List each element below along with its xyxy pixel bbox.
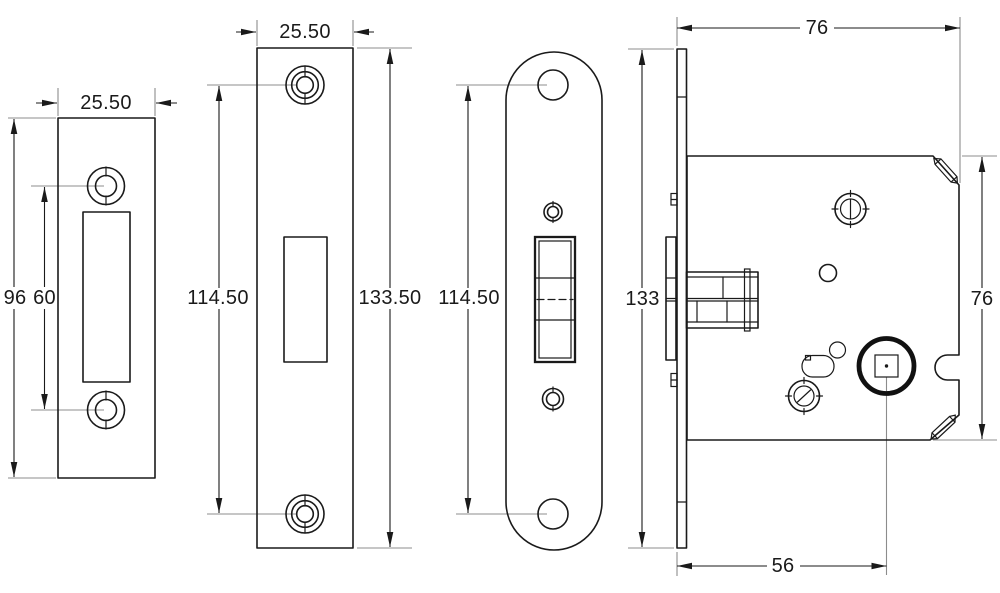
screw-post-bottom xyxy=(784,376,824,416)
spindle-square xyxy=(874,354,899,378)
dim-label-body-height: 76 xyxy=(971,288,994,310)
strike-plate-outline xyxy=(57,117,156,479)
dim-label-strike-hole-spacing: 60 xyxy=(33,287,56,309)
bolt-cross-pin xyxy=(743,268,751,332)
label-mask xyxy=(438,288,499,309)
lock-case-view: 76 133 76 56 xyxy=(625,17,998,577)
strike-latch-cutout xyxy=(82,211,131,383)
spindle-follower xyxy=(856,336,917,396)
countersunk-screw-hole-bottom xyxy=(285,494,325,534)
dim-label-forend-width: 25.50 xyxy=(279,21,331,43)
extension-line xyxy=(628,48,674,549)
label-mask xyxy=(2,287,28,309)
dimension-case-depth: 76 xyxy=(676,17,961,183)
faceplate-joints xyxy=(676,96,688,503)
label-mask xyxy=(767,556,800,576)
dim-label-case-height: 133 xyxy=(625,288,659,310)
spring-detail xyxy=(801,341,847,378)
spindle-center-dot xyxy=(884,364,889,368)
latch-bolt-face xyxy=(533,235,577,364)
spring-notch xyxy=(804,354,812,361)
dim-label-strike-width: 25.50 xyxy=(80,92,132,114)
spring-pin xyxy=(828,341,847,359)
dim-label-case-depth: 76 xyxy=(806,17,829,39)
leader-line xyxy=(31,185,104,411)
extension-line xyxy=(57,88,156,116)
forend-latch-cutout xyxy=(283,236,328,363)
dim-label-forend-hole-spacing: 114.50 xyxy=(187,287,249,309)
leader-line xyxy=(207,84,297,515)
dim-label-strike-height: 96 xyxy=(4,287,27,309)
label-mask xyxy=(359,288,421,309)
dimension-strike-width: 25.50 xyxy=(36,88,177,116)
faceplate-edge xyxy=(676,48,688,549)
extension-line xyxy=(256,20,354,46)
label-mask xyxy=(627,288,658,309)
dimension-forend-width: 25.50 xyxy=(236,20,374,46)
chamfer-spring-clip-top xyxy=(933,157,959,184)
bolt-hole-bottom xyxy=(537,498,569,530)
strike-plate-view: 25.50 96 60 xyxy=(2,88,177,479)
extension-line xyxy=(676,17,961,183)
label-mask xyxy=(188,288,248,309)
bolt-hole-top xyxy=(537,69,569,101)
flat-forend-outline xyxy=(256,47,354,549)
pin-hole xyxy=(818,263,838,283)
extension-line xyxy=(933,155,997,441)
screw-post-top xyxy=(831,189,870,229)
leader-line xyxy=(456,84,547,515)
chamfer-spring-clip-bottom xyxy=(930,414,956,440)
dim-label-forend-height: 133.50 xyxy=(359,287,422,309)
dimension-case-height: 133 xyxy=(625,48,674,549)
dimension-body-height: 76 xyxy=(933,155,998,441)
latch-bolt-mechanism xyxy=(685,268,759,332)
latch-bolt-head xyxy=(665,236,677,361)
flat-forend-view: 25.50 114.50 133.50 xyxy=(187,20,422,549)
screw-hole-lower xyxy=(541,386,565,412)
screw-hole-top xyxy=(86,166,126,206)
extension-line xyxy=(8,117,56,479)
dim-label-radius-hole-spacing: 114.50 xyxy=(438,287,500,309)
label-mask xyxy=(966,288,998,309)
countersunk-screw-hole-top xyxy=(285,65,325,105)
screw-hole-upper xyxy=(543,200,563,224)
faceplate-screw-nub-bottom xyxy=(670,372,678,388)
dim-label-backset: 56 xyxy=(772,555,795,577)
faceplate-screw-nub-top xyxy=(670,192,678,206)
extension-line xyxy=(357,47,412,549)
radius-forend-outline xyxy=(505,51,603,551)
label-mask xyxy=(800,18,834,38)
label-mask xyxy=(31,287,58,309)
screw-hole-bottom xyxy=(86,390,126,430)
dimension-backset: 56 xyxy=(676,377,888,577)
radius-forend-view: 114.50 xyxy=(438,51,603,551)
lock-case-outline xyxy=(686,155,960,441)
